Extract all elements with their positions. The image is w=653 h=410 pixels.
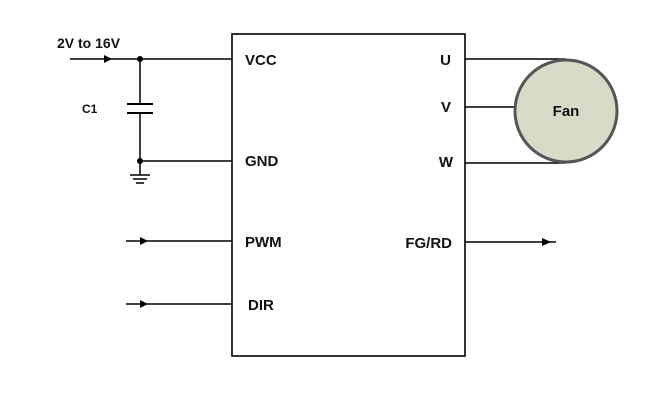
pin-label-vcc: VCC xyxy=(245,52,277,69)
supply-arrow xyxy=(104,55,112,63)
dir-arrow xyxy=(140,300,148,308)
pin-label-u: U xyxy=(440,52,451,69)
supply-label: 2V to 16V xyxy=(57,35,121,51)
pin-label-dir: DIR xyxy=(248,297,274,314)
pin-label-w: W xyxy=(439,154,454,171)
fan-label: Fan xyxy=(553,103,580,120)
fan-icon xyxy=(513,58,619,164)
pin-label-v: V xyxy=(441,99,451,116)
pin-label-fg-rd: FG/RD xyxy=(405,235,452,252)
ground-icon xyxy=(130,174,150,184)
pwm-arrow xyxy=(140,237,148,245)
pin-label-pwm: PWM xyxy=(245,234,282,251)
capacitor-label: C1 xyxy=(82,102,98,116)
fg-arrow xyxy=(542,238,551,246)
driver-ic-body xyxy=(231,33,466,357)
pin-label-gnd: GND xyxy=(245,153,279,170)
